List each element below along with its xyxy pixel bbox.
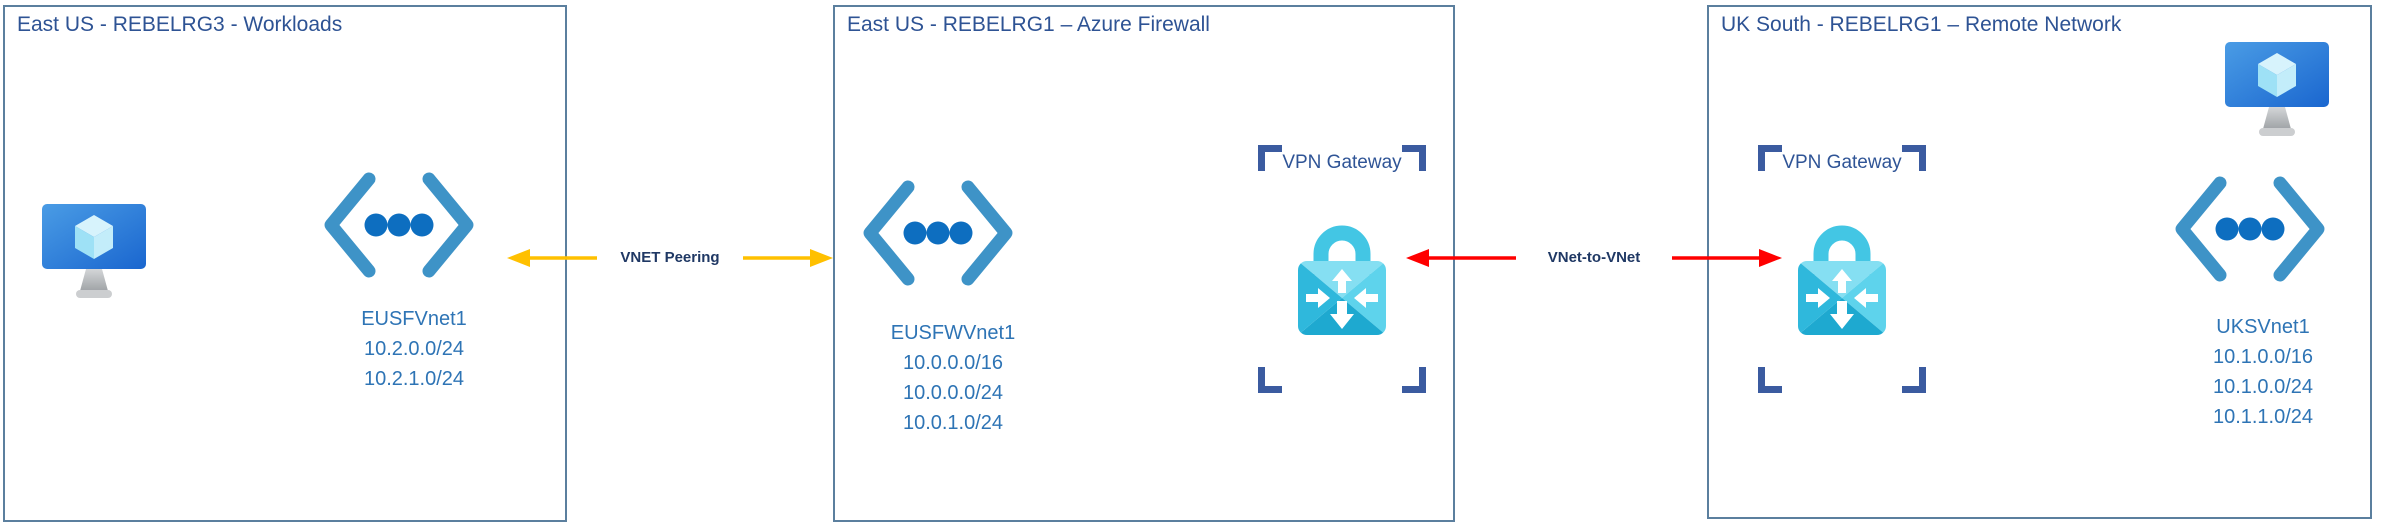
virtual-machine-icon xyxy=(41,203,147,303)
group-title: East US - REBELRG3 - Workloads xyxy=(17,13,343,36)
corner-bracket-icon xyxy=(1402,367,1426,393)
vpn-gateway-frame: VPN Gateway xyxy=(1258,145,1426,393)
corner-bracket-icon xyxy=(1758,367,1782,393)
corner-bracket-icon xyxy=(1258,145,1282,171)
group-title: UK South - REBELRG1 – Remote Network xyxy=(1721,13,2122,36)
vnet-address: 10.2.1.0/24 xyxy=(363,368,465,390)
vpn-gateway-label: VPN Gateway xyxy=(1782,152,1902,173)
virtual-network-icon xyxy=(313,169,485,281)
vnet-to-vnet-label: VNet-to-VNet xyxy=(1516,247,1672,269)
virtual-machine-icon xyxy=(2224,41,2330,141)
vpn-gateway-icon xyxy=(1798,213,1886,335)
vnet-peering-label: VNET Peering xyxy=(597,247,743,269)
vnet-name: UKSVnet1 xyxy=(2216,316,2310,338)
vnet-address: 10.0.0.0/24 xyxy=(902,382,1004,404)
vnet-address: 10.0.0.0/16 xyxy=(902,352,1004,374)
corner-bracket-icon xyxy=(1402,145,1426,171)
vnet-address: 10.1.0.0/24 xyxy=(2212,376,2314,398)
corner-bracket-icon xyxy=(1902,367,1926,393)
vpn-gateway-label: VPN Gateway xyxy=(1282,152,1402,173)
arrowhead-left-icon xyxy=(1406,249,1429,267)
vnet-info: EUSFVnet1 10.2.0.0/24 10.2.1.0/24 xyxy=(299,304,529,394)
vnet-address: 10.1.0.0/16 xyxy=(2212,346,2314,368)
virtual-network-icon xyxy=(852,177,1024,289)
virtual-network-icon xyxy=(2164,173,2336,285)
vnet-name: EUSFVnet1 xyxy=(361,308,467,330)
arrowhead-left-icon xyxy=(507,249,530,267)
corner-bracket-icon xyxy=(1258,367,1282,393)
group-title: East US - REBELRG1 – Azure Firewall xyxy=(847,13,1210,36)
arrowhead-right-icon xyxy=(810,249,833,267)
vnet-address: 10.2.0.0/24 xyxy=(363,338,465,360)
vnet-address: 10.1.1.0/24 xyxy=(2212,406,2314,428)
group-box-uksouth-remote: UK South - REBELRG1 – Remote Network VPN… xyxy=(1707,5,2372,519)
arrowhead-right-icon xyxy=(1759,249,1782,267)
vnet-info: UKSVnet1 10.1.0.0/16 10.1.0.0/24 10.1.1.… xyxy=(2153,312,2373,432)
vnet-name: EUSFWVnet1 xyxy=(890,322,1016,344)
vnet-address: 10.0.1.0/24 xyxy=(902,412,1004,434)
vpn-gateway-frame: VPN Gateway xyxy=(1758,145,1926,393)
group-box-eastus-firewall: East US - REBELRG1 – Azure Firewall EUSF… xyxy=(833,5,1455,522)
group-box-eastus-workloads: East US - REBELRG3 - Workloads EUSFVnet1… xyxy=(3,5,567,522)
corner-bracket-icon xyxy=(1902,145,1926,171)
vnet-info: EUSFWVnet1 10.0.0.0/16 10.0.0.0/24 10.0.… xyxy=(853,318,1053,438)
vpn-gateway-icon xyxy=(1298,213,1386,335)
corner-bracket-icon xyxy=(1758,145,1782,171)
